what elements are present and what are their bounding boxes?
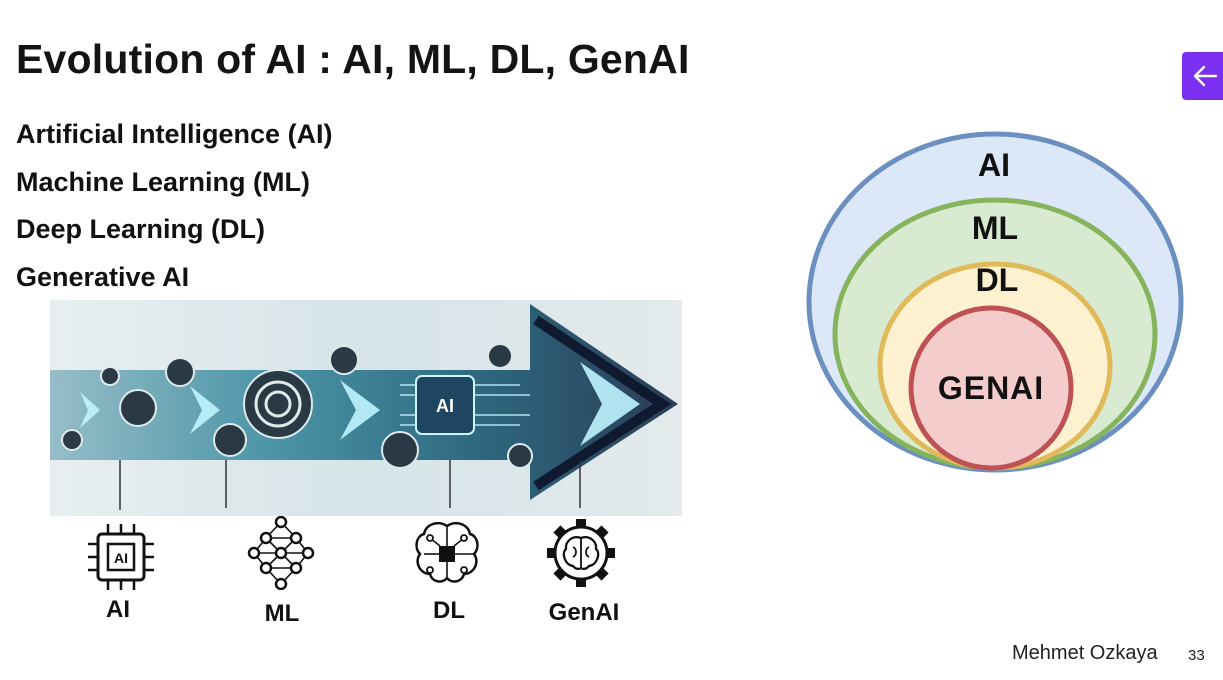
footer-author: Mehmet Ozkaya bbox=[1012, 642, 1158, 664]
circle-genai bbox=[908, 305, 1074, 471]
icon-label-ai: AI bbox=[106, 596, 130, 623]
banner-chip-label: AI bbox=[436, 396, 454, 416]
bullet-list: Artificial Intelligence (AI) Machine Lea… bbox=[16, 116, 333, 306]
icon-label-dl: DL bbox=[433, 597, 465, 624]
bullet-item: Deep Learning (DL) bbox=[16, 214, 266, 244]
bullet-item: Artificial Intelligence (AI) bbox=[16, 119, 333, 149]
venn-label-dl: DL bbox=[976, 262, 1019, 298]
brain-circuit-icon bbox=[410, 516, 484, 590]
venn-label-ml: ML bbox=[972, 210, 1018, 246]
neural-network-icon bbox=[244, 515, 318, 591]
back-button[interactable] bbox=[1182, 52, 1223, 100]
icon-label-genai: GenAI bbox=[548, 599, 620, 626]
venn-label-ai: AI bbox=[978, 147, 1010, 183]
nested-ai-diagram: AI ML DL GENAI bbox=[806, 131, 1184, 473]
icon-label-ml: ML bbox=[264, 600, 300, 627]
arrow-left-icon bbox=[1193, 65, 1218, 87]
venn-label-genai: GENAI bbox=[938, 370, 1044, 406]
slide-title: Evolution of AI : AI, ML, DL, GenAI bbox=[16, 36, 690, 82]
ai-chip-icon: AI bbox=[84, 520, 158, 594]
page-number: 33 bbox=[1188, 647, 1205, 664]
bullet-item: Generative AI bbox=[16, 261, 190, 292]
evolution-arrow-illustration: AI bbox=[50, 300, 682, 516]
gear-brain-icon bbox=[544, 516, 618, 590]
bullet-item: Machine Learning (ML) bbox=[16, 166, 311, 197]
chip-text: AI bbox=[114, 550, 128, 566]
